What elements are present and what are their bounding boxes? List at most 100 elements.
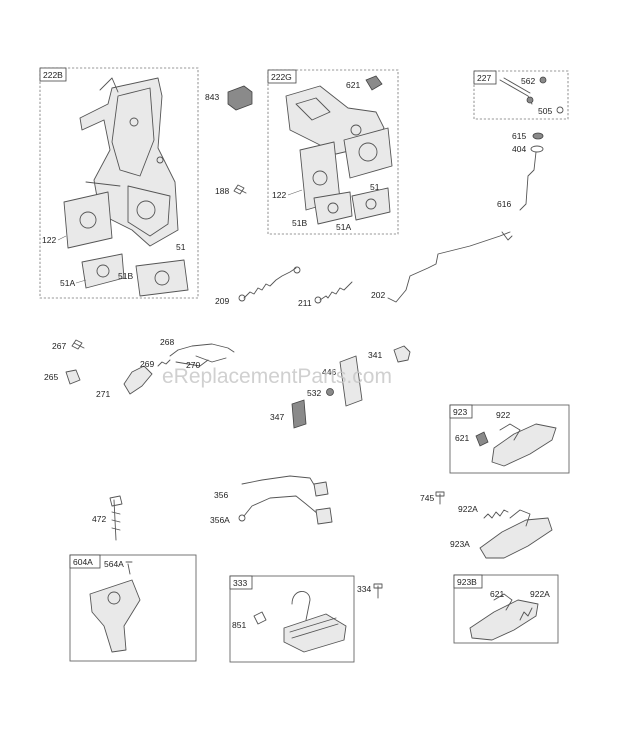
group-333-label: 333 (233, 578, 247, 588)
group-227-label: 227 (477, 73, 491, 83)
group-923B: 923B 621 922A (453, 574, 559, 644)
gasket-51A-left-drawing (81, 253, 125, 289)
cable-268-drawing (177, 343, 235, 353)
screw-564A-drawing (125, 561, 133, 575)
label-356: 356 (214, 490, 228, 500)
label-922A: 922A (458, 504, 478, 514)
label-923A: 923A (450, 539, 470, 549)
group-222G-tag (267, 69, 297, 84)
label-51A-left: 51A (60, 278, 75, 288)
label-334: 334 (357, 584, 371, 594)
label-51B-right: 51B (292, 218, 307, 228)
part-532: 532 (307, 388, 334, 398)
part-446: 446 (322, 355, 363, 407)
gasket-51A-right-drawing (351, 187, 391, 221)
label-269: 269 (140, 359, 154, 369)
label-621-923B: 621 (490, 589, 504, 599)
label-188: 188 (215, 186, 229, 196)
part-267: 267 (52, 339, 85, 351)
screw-745-drawing (435, 491, 445, 505)
part-268-271: 268 269 270 271 (96, 337, 235, 399)
clip-851-drawing (253, 611, 267, 625)
label-341: 341 (368, 350, 382, 360)
label-51-left: 51 (176, 242, 186, 252)
part-745: 745 (420, 491, 445, 505)
group-923B-tag (453, 574, 483, 589)
part-356A: 356A (210, 495, 333, 525)
label-211: 211 (298, 298, 312, 308)
label-347: 347 (270, 412, 284, 422)
part-188-drawing (233, 184, 247, 195)
part-621-top-drawing (365, 75, 383, 91)
label-615: 615 (512, 131, 526, 141)
label-122-right: 122 (272, 190, 286, 200)
label-616: 616 (497, 199, 511, 209)
part-202: 202 (371, 231, 513, 303)
governor-923-drawing (491, 423, 557, 467)
group-222G-label: 222G (271, 72, 292, 82)
part-347: 347 (270, 399, 307, 429)
spring-269-drawing (157, 359, 171, 367)
part-209: 209 (215, 266, 301, 306)
wire-356A-drawing (243, 495, 319, 517)
part-211: 211 (298, 281, 353, 308)
label-270: 270 (186, 360, 200, 370)
label-532: 532 (307, 388, 321, 398)
label-51A-right: 51A (336, 222, 351, 232)
label-472: 472 (92, 514, 106, 524)
part-616-rod-drawing (519, 151, 537, 211)
label-843: 843 (205, 92, 219, 102)
clip-347-drawing (291, 399, 307, 429)
group-333-tag (229, 575, 253, 590)
group-923B-border (453, 574, 559, 644)
group-222B-tag (39, 67, 67, 82)
label-209: 209 (215, 296, 229, 306)
group-604A: 604A 564A (69, 554, 197, 662)
group-604A-tag (69, 554, 101, 569)
screw-267-drawing (71, 339, 85, 350)
group-222B: 222B 122 51 51A 51B (39, 67, 199, 299)
lever-271-drawing (123, 365, 153, 395)
group-923: 923 922 621 (449, 404, 570, 474)
group-923-label: 923 (453, 407, 467, 417)
nut-532-drawing (326, 388, 334, 396)
armature-333-drawing (283, 613, 347, 653)
part-843-drawing (227, 85, 253, 111)
group-923B-label: 923B (457, 577, 477, 587)
screw-334-drawing (373, 583, 383, 599)
part-843: 843 (205, 85, 253, 111)
group-333-border (229, 575, 355, 663)
part-615-404-616: 615 404 616 (497, 131, 544, 211)
gasket-51-right-drawing (343, 127, 393, 179)
label-356A: 356A (210, 515, 230, 525)
clip-265-drawing (65, 369, 81, 385)
stud-472-drawing (109, 495, 123, 541)
group-604A-label: 604A (73, 557, 93, 567)
gasket-51B-right-drawing (313, 191, 353, 225)
part-472: 472 (92, 495, 123, 541)
label-404: 404 (512, 144, 526, 154)
label-51B-left: 51B (118, 271, 133, 281)
governor-923A-drawing (479, 517, 553, 559)
label-745: 745 (420, 493, 434, 503)
group-222G-border (267, 69, 399, 235)
label-564A: 564A (104, 559, 124, 569)
label-122-left: 122 (42, 235, 56, 245)
gasket-51B-left-drawing (135, 259, 189, 297)
label-851: 851 (232, 620, 246, 630)
label-446: 446 (322, 367, 336, 377)
label-265: 265 (44, 372, 58, 382)
part-265: 265 (44, 369, 81, 385)
group-604A-border (69, 554, 197, 662)
group-227-tag (473, 70, 497, 85)
label-267: 267 (52, 341, 66, 351)
cover-604A-drawing (89, 579, 141, 653)
label-202: 202 (371, 290, 385, 300)
part-404-drawing (530, 145, 544, 153)
group-222B-border (39, 67, 199, 299)
label-271: 271 (96, 389, 110, 399)
label-562: 562 (521, 76, 535, 86)
label-922: 922 (496, 410, 510, 420)
spring-211-drawing (319, 281, 353, 301)
